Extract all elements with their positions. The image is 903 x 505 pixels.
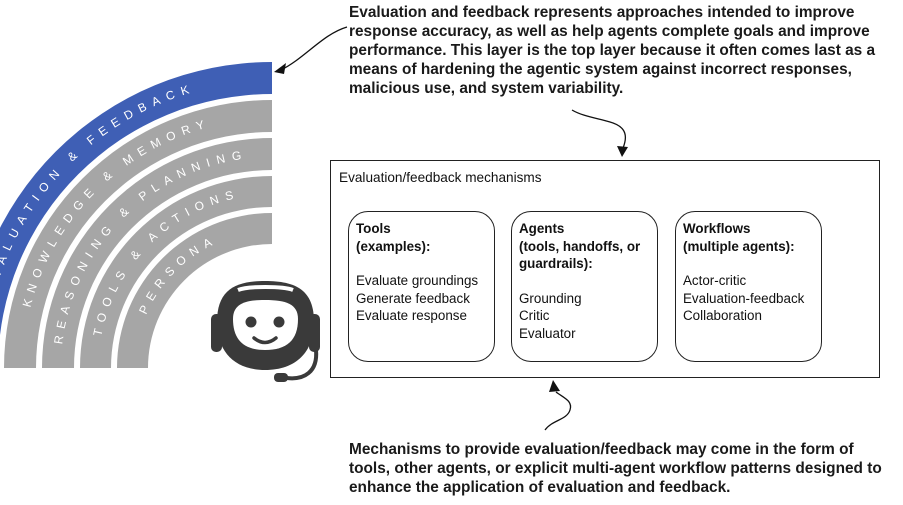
card-item: Collaboration [683,308,762,323]
card-item: Actor-critic [683,273,747,288]
layer-band-persona [117,213,272,368]
bottom-arrow-head [549,380,560,392]
card-item: Evaluate response [356,308,467,323]
card-item: Evaluate groundings [356,273,479,288]
card-heading: Tools (examples): [356,221,431,254]
bottom-note-arrow [544,391,572,431]
top-note-arrow [280,26,348,71]
card-item: Grounding [519,290,582,306]
bottom-annotation: Mechanisms to provide evaluation/feedbac… [349,441,882,496]
agents-card: Agents (tools, handoffs, or guardrails):… [511,211,658,362]
card-item: Evaluation-feedback [683,290,805,306]
top-arrow-head [274,63,286,74]
layer-band-knowledge-memory [4,100,272,368]
layer-band-reasoning-planning [42,138,272,368]
card-heading: Workflows (multiple agents): [683,221,795,254]
note-to-box-arrow-head [617,146,628,157]
card-item: Generate feedback [356,290,470,306]
top-annotation: Evaluation and feedback represents appro… [349,4,876,97]
layer-band-evaluation-feedback [0,62,272,336]
mechanisms-box: Evaluation/feedback mechanisms Tools (ex… [330,160,880,378]
tools-card: Tools (examples): Evaluate groundings Ge… [348,211,495,362]
card-item: Critic [519,308,550,323]
mechanisms-title: Evaluation/feedback mechanisms [339,170,542,185]
workflows-card: Workflows (multiple agents): Actor-criti… [675,211,822,362]
card-item: Evaluator [519,325,576,341]
card-heading: Agents (tools, handoffs, or guardrails): [519,221,641,271]
note-to-box-arrow [571,109,627,149]
robot-icon [211,281,320,382]
layer-band-tools-actions [80,176,272,368]
